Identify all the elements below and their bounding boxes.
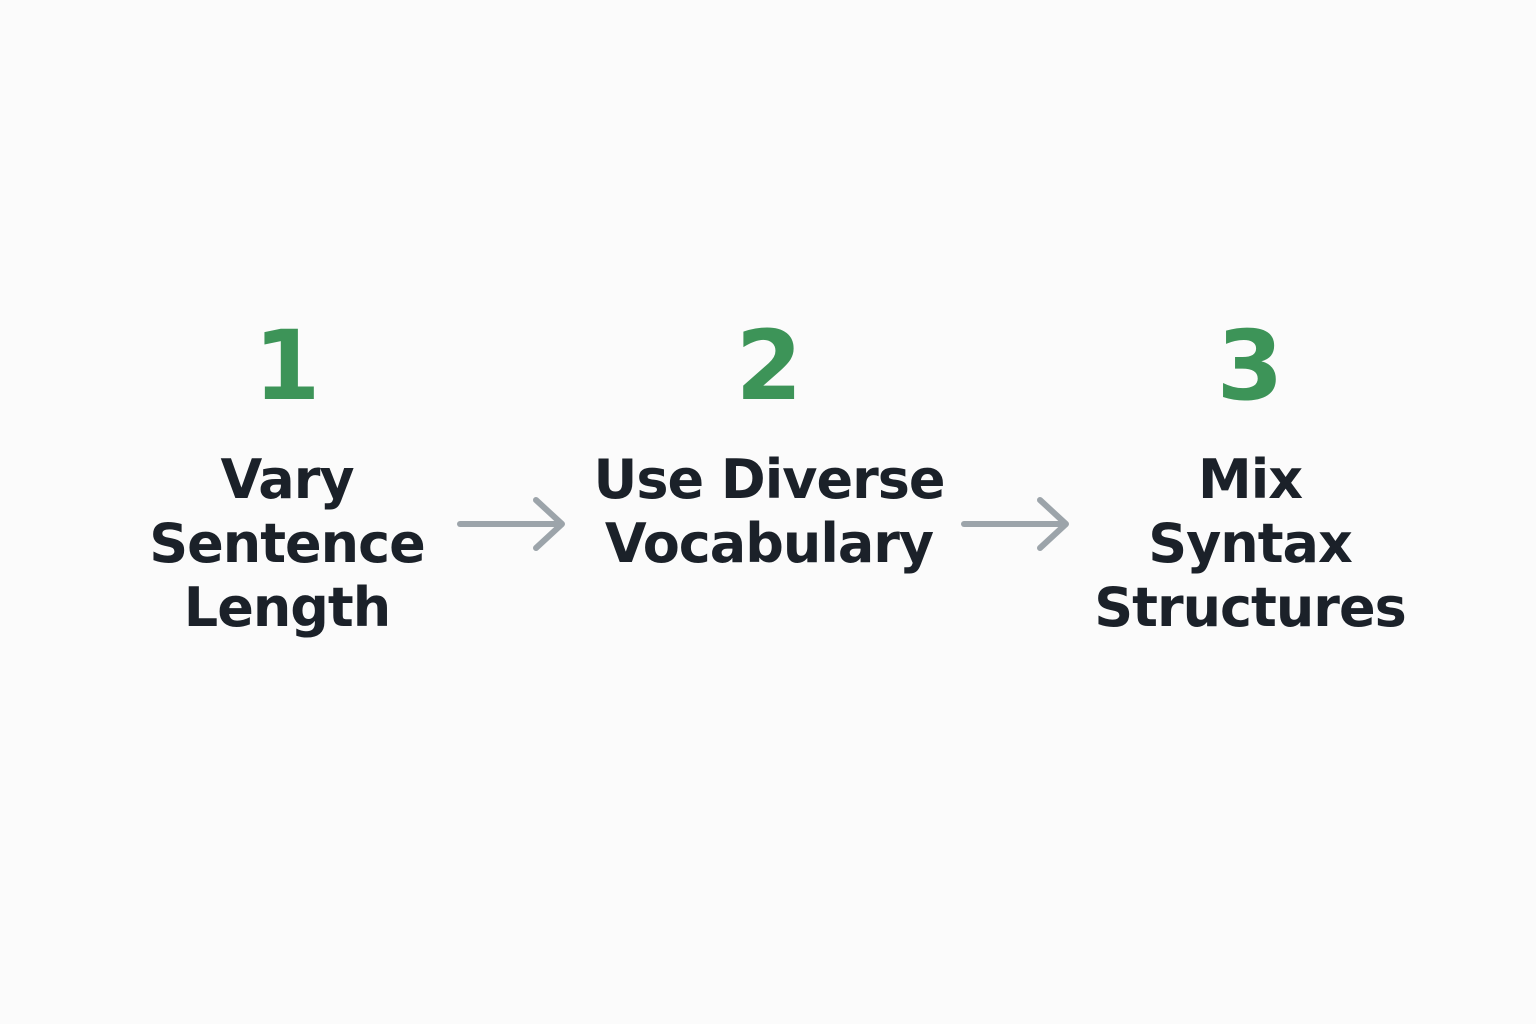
- step-label-line: Mix: [1197, 448, 1303, 511]
- arrow-right-icon: [457, 497, 565, 551]
- step-label-line: Use Diverse: [593, 448, 946, 511]
- step-1: 1 Vary Sentence Length: [67, 318, 507, 640]
- step-label-line: Sentence: [149, 512, 425, 575]
- step-label-line: Vocabulary: [604, 512, 934, 575]
- step-label-line: Syntax: [1148, 512, 1353, 575]
- arrow-right-icon: [961, 497, 1069, 551]
- step-label-line: Vary: [220, 448, 354, 511]
- step-number: 3: [1216, 310, 1284, 422]
- step-2: 2 Use Diverse Vocabulary: [549, 318, 989, 576]
- step-label: Use Diverse Vocabulary: [549, 448, 989, 576]
- step-label-line: Structures: [1094, 576, 1406, 639]
- step-label: Vary Sentence Length: [67, 448, 507, 640]
- step-number: 1: [253, 310, 321, 422]
- step-3: 3 Mix Syntax Structures: [1030, 318, 1470, 640]
- step-label: Mix Syntax Structures: [1030, 448, 1470, 640]
- step-number: 2: [735, 310, 803, 422]
- step-label-line: Length: [183, 576, 391, 639]
